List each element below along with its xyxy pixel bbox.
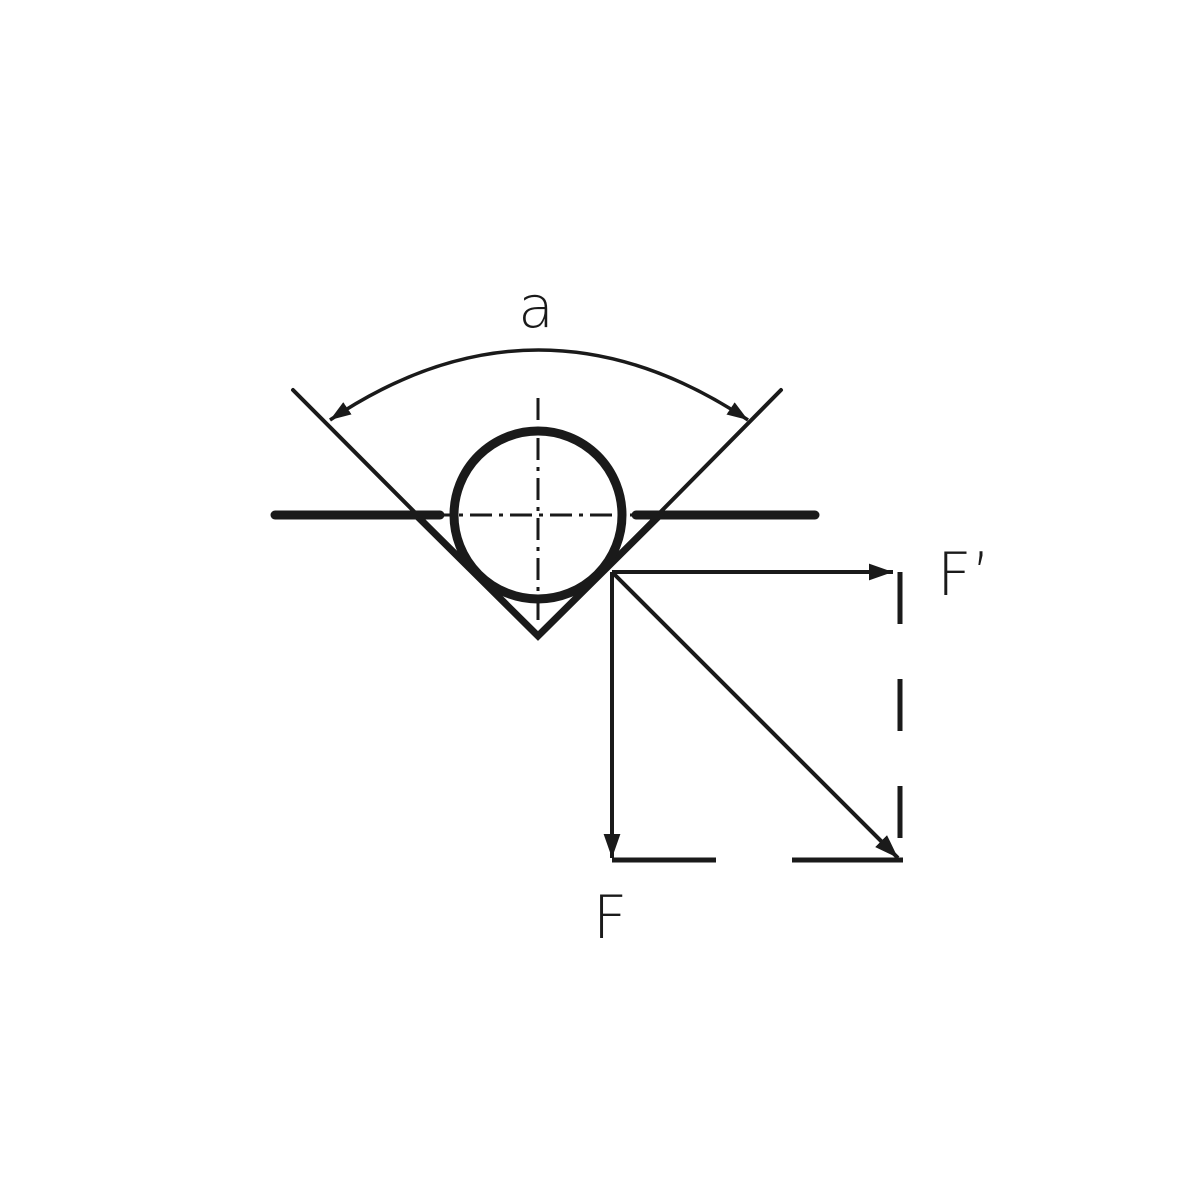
- resultant-force-vector: [610, 570, 900, 860]
- force-label: F: [593, 883, 628, 953]
- v-block-groove-outline: [413, 512, 663, 641]
- angle-arc: [329, 348, 749, 422]
- force-prime-label: F’: [937, 540, 991, 610]
- angle-label: a: [518, 273, 554, 341]
